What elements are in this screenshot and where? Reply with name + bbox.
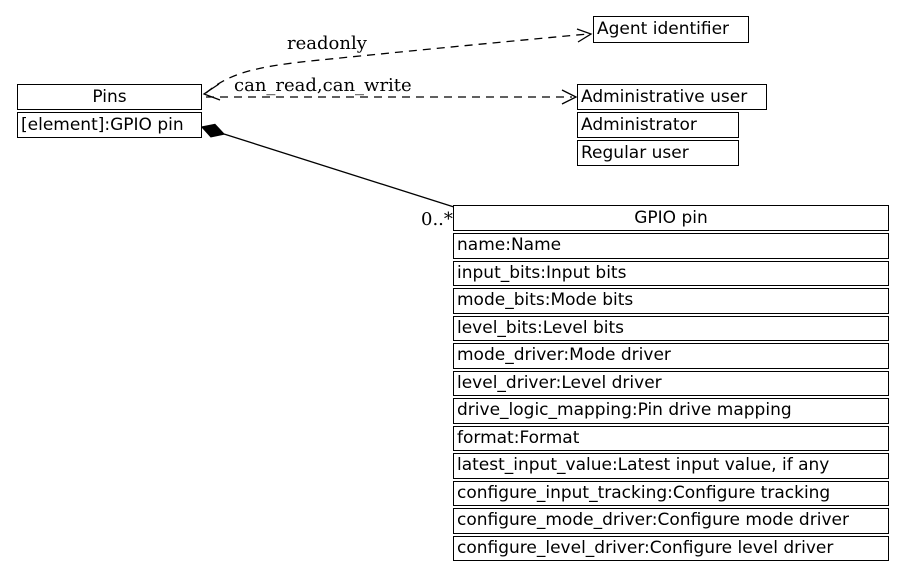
node-agent-identifier: Agent identifier [593, 16, 749, 43]
pins-title: Pins [17, 84, 202, 110]
gpio-pin-attribute-row: configure_mode_driver:Configure mode dri… [453, 508, 889, 534]
multiplicity-label: 0..* [421, 209, 453, 230]
pins-attribute-row: [element]:GPIO pin [17, 112, 202, 138]
readonly-edge-line [205, 33, 589, 94]
administrative-user-value-row: Regular user [577, 140, 739, 166]
arrowhead-into-agent-identifier-icon [576, 28, 593, 43]
arrowhead-into-pins-icon [202, 83, 221, 101]
composition-diamond-icon [200, 123, 226, 138]
arrowhead-into-administrative-user-icon [561, 89, 578, 105]
edge-label-can-read-can-write: can_read,can_write [234, 75, 412, 96]
node-administrative-user: Administrative user Administrator Regula… [577, 84, 767, 166]
gpio-pin-attribute-row: mode_driver:Mode driver [453, 343, 889, 369]
agent-identifier-title: Agent identifier [593, 16, 749, 43]
edge-label-readonly: readonly [287, 33, 367, 54]
gpio-pin-attribute-row: latest_input_value:Latest input value, i… [453, 453, 889, 479]
gpio-pin-attribute-row: drive_logic_mapping:Pin drive mapping [453, 398, 889, 424]
gpio-pin-attribute-row: configure_input_tracking:Configure track… [453, 480, 889, 506]
node-pins: Pins [element]:GPIO pin [17, 84, 202, 138]
gpio-pin-attribute-row: mode_bits:Mode bits [453, 288, 889, 314]
gpio-pin-attribute-row: level_bits:Level bits [453, 315, 889, 341]
administrative-user-value-row: Administrator [577, 112, 739, 138]
gpio-pin-title: GPIO pin [453, 205, 889, 231]
gpio-pin-attribute-row: level_driver:Level driver [453, 370, 889, 396]
administrative-user-title: Administrative user [577, 84, 767, 110]
gpio-pin-attribute-row: format:Format [453, 425, 889, 451]
node-gpio-pin: GPIO pin name:Name input_bits:Input bits… [453, 205, 889, 561]
gpio-pin-attribute-row: input_bits:Input bits [453, 260, 889, 286]
composition-edge-line [223, 133, 455, 208]
gpio-pin-attribute-row: name:Name [453, 233, 889, 259]
gpio-pin-attribute-row: configure_level_driver:Configure level d… [453, 535, 889, 561]
